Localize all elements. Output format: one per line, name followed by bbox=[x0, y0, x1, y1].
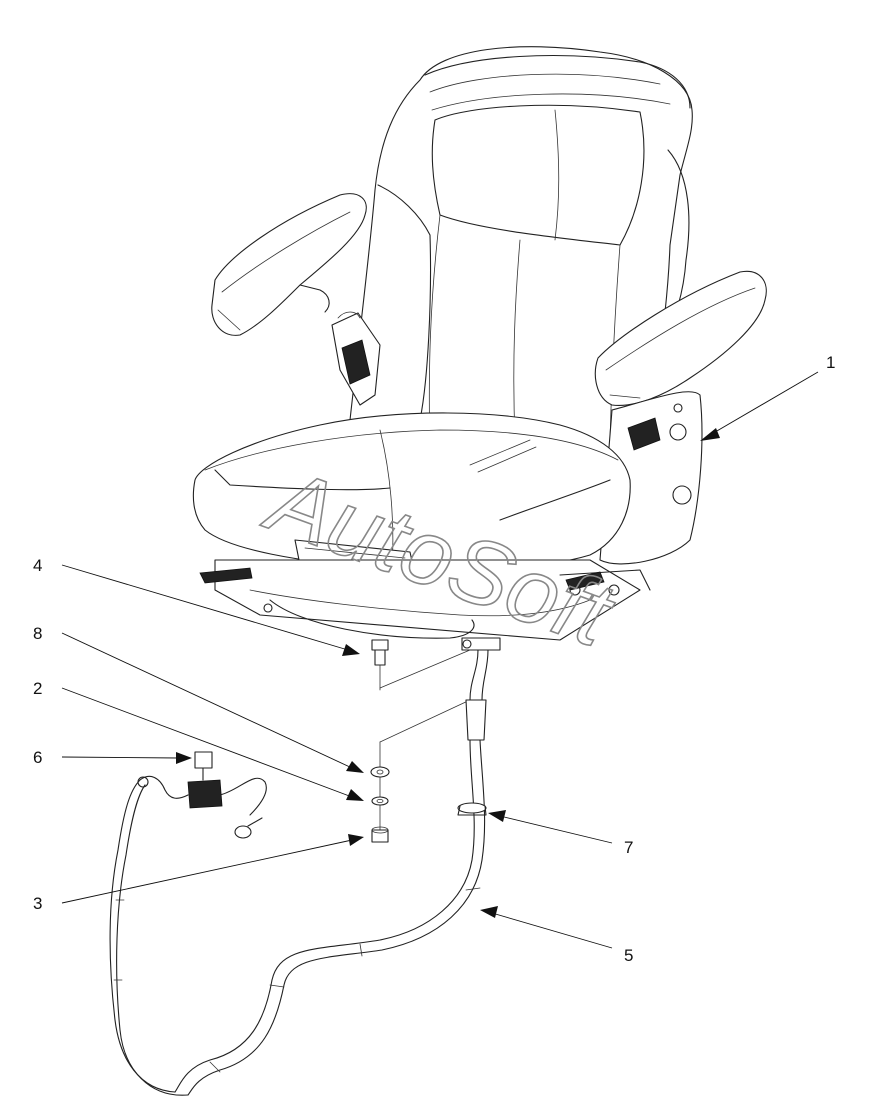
callout-5: 5 bbox=[624, 946, 633, 965]
explode-line bbox=[379, 649, 471, 689]
wiring-harness bbox=[109, 649, 489, 1096]
nut bbox=[371, 826, 389, 843]
leader-1 bbox=[700, 371, 819, 441]
leader-7 bbox=[488, 810, 613, 844]
washer-large bbox=[370, 766, 390, 778]
callout-1: 1 bbox=[826, 353, 835, 372]
callout-6: 6 bbox=[33, 748, 42, 767]
leader-6 bbox=[61, 752, 192, 764]
leader-8 bbox=[61, 632, 364, 773]
leader-2 bbox=[61, 687, 364, 801]
leader-3 bbox=[61, 834, 364, 904]
bolt bbox=[371, 639, 389, 691]
seat-assembly bbox=[192, 46, 767, 651]
leader-4 bbox=[61, 564, 360, 656]
callout-8: 8 bbox=[33, 624, 42, 643]
callout-7: 7 bbox=[624, 838, 633, 857]
washer-lock bbox=[371, 796, 389, 806]
callout-2: 2 bbox=[33, 679, 42, 698]
callout-3: 3 bbox=[33, 894, 42, 913]
leader-5 bbox=[480, 906, 613, 949]
cable-clamp bbox=[457, 802, 487, 816]
fuse-holder bbox=[137, 751, 267, 839]
callout-4: 4 bbox=[33, 556, 42, 575]
explode-line bbox=[379, 699, 471, 743]
